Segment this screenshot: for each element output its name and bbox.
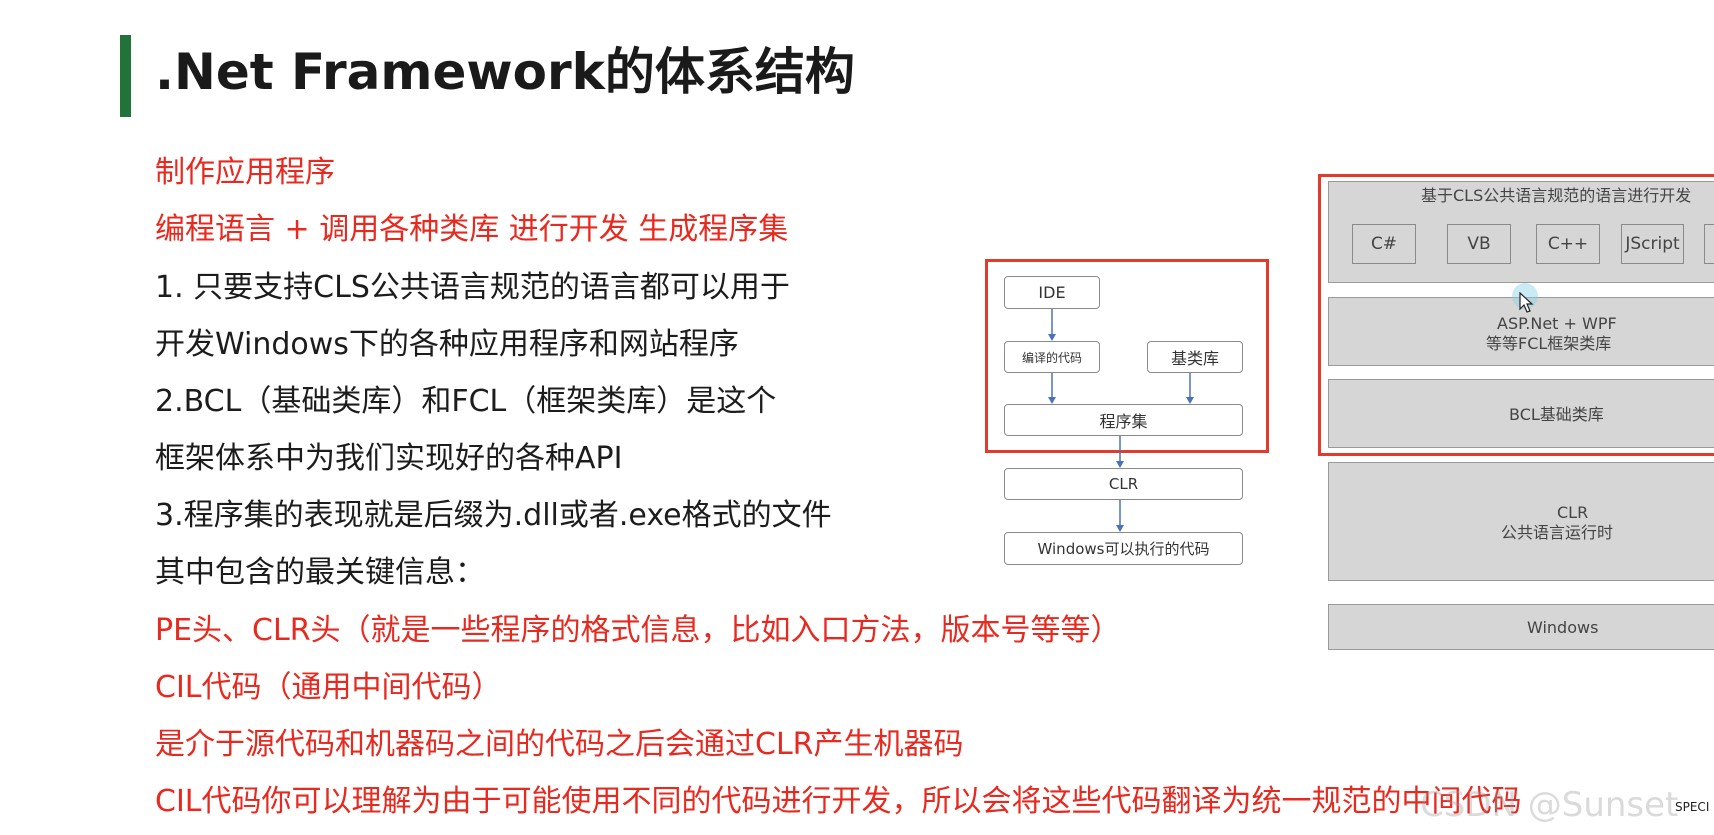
fcl-line1: ASP.Net + WPF: [1497, 314, 1617, 333]
text-line-1: 制作应用程序: [155, 155, 335, 190]
compiled-code-box: 编译的代码: [1004, 341, 1100, 373]
clr-line2: 公共语言运行时: [1501, 523, 1614, 542]
windows-code-box: Windows可以执行的代码: [1004, 532, 1243, 565]
clr-layer: CLR 公共语言运行时: [1328, 462, 1714, 581]
assembly-box: 程序集: [1004, 404, 1243, 436]
corner-label: SPECI: [1675, 800, 1710, 814]
windows-layer: Windows: [1328, 604, 1714, 650]
stack-red-frame: [1318, 174, 1714, 456]
cursor-arrow-icon: [1519, 292, 1534, 313]
title-accent-bar: [120, 35, 131, 117]
text-line-6: 框架体系中为我们实现好的各种API: [155, 441, 623, 476]
bcl-label: BCL基础类库: [1509, 405, 1604, 424]
text-line-2: 编程语言 + 调用各种类库 进行开发 生成程序集: [155, 212, 789, 247]
text-line-11: 是介于源代码和机器码之间的代码之后会通过CLR产生机器码: [155, 727, 964, 762]
windows-label: Windows: [1527, 618, 1599, 637]
text-line-12: CIL代码你可以理解为由于可能使用不同的代码进行开发，所以会将这些代码翻译为统一…: [155, 784, 1522, 819]
cls-header-label: 基于CLS公共语言规范的语言进行开发: [1421, 186, 1692, 205]
text-line-8: 其中包含的最关键信息：: [155, 555, 485, 590]
clr-box: CLR: [1004, 468, 1243, 500]
page-title: .Net Framework的体系结构: [155, 43, 855, 101]
bcl-layer: BCL基础类库: [1328, 379, 1714, 448]
text-line-10: CIL代码（通用中间代码）: [155, 670, 502, 705]
base-library-box: 基类库: [1147, 341, 1243, 373]
text-line-5: 2.BCL（基础类库）和FCL（框架类库）是这个: [155, 384, 777, 419]
ide-box: IDE: [1004, 276, 1100, 309]
text-line-9: PE头、CLR头（就是一些程序的格式信息，比如入口方法，版本号等等）: [155, 613, 1121, 648]
text-line-3: 1. 只要支持CLS公共语言规范的语言都可以用于: [155, 270, 790, 305]
lang-csharp: C#: [1352, 224, 1416, 264]
lang-cpp: C++: [1536, 224, 1600, 264]
lang-jscript: JScript: [1621, 224, 1684, 264]
flow-red-frame: [985, 259, 1269, 453]
fcl-line2: 等等FCL框架类库: [1486, 334, 1612, 353]
lang-vb: VB: [1447, 224, 1511, 264]
clr-line1: CLR: [1557, 503, 1589, 522]
lang-partial: [1704, 224, 1714, 264]
text-line-7: 3.程序集的表现就是后缀为.dll或者.exe格式的文件: [155, 498, 832, 533]
text-line-4: 开发Windows下的各种应用程序和网站程序: [155, 327, 739, 362]
watermark: CSDN @Sunset: [1420, 785, 1679, 825]
